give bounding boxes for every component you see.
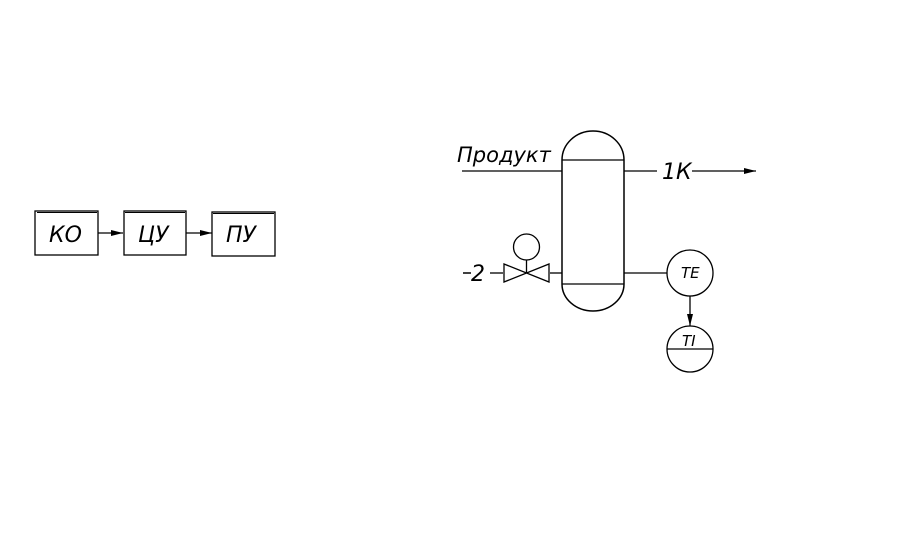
process-diagram: Продукт 1К 2 TE <box>457 130 756 373</box>
block-ko-label: КО <box>49 223 82 248</box>
control-valve-icon <box>503 233 550 283</box>
indicator-label: TI <box>682 332 696 350</box>
block-diagram: КО ЦУ ПУ <box>34 210 276 257</box>
outlet-label: 1К <box>662 160 693 185</box>
block-pu-label: ПУ <box>226 223 258 248</box>
temperature-indicator: TI <box>666 325 714 373</box>
outlet-line: 1К <box>624 160 756 185</box>
block-cu-label: ЦУ <box>138 223 170 248</box>
block-cu: ЦУ <box>123 210 187 256</box>
temperature-sensor: TE <box>666 249 714 297</box>
block-ko: КО <box>34 210 99 256</box>
vessel <box>561 130 625 312</box>
sensor-label: TE <box>681 264 700 282</box>
valve-line-label: 2 <box>471 262 485 287</box>
valve-line: 2 <box>463 262 562 287</box>
block-pu: ПУ <box>211 211 276 257</box>
inlet-label: Продукт <box>457 143 552 167</box>
inlet-line: Продукт <box>457 143 562 172</box>
